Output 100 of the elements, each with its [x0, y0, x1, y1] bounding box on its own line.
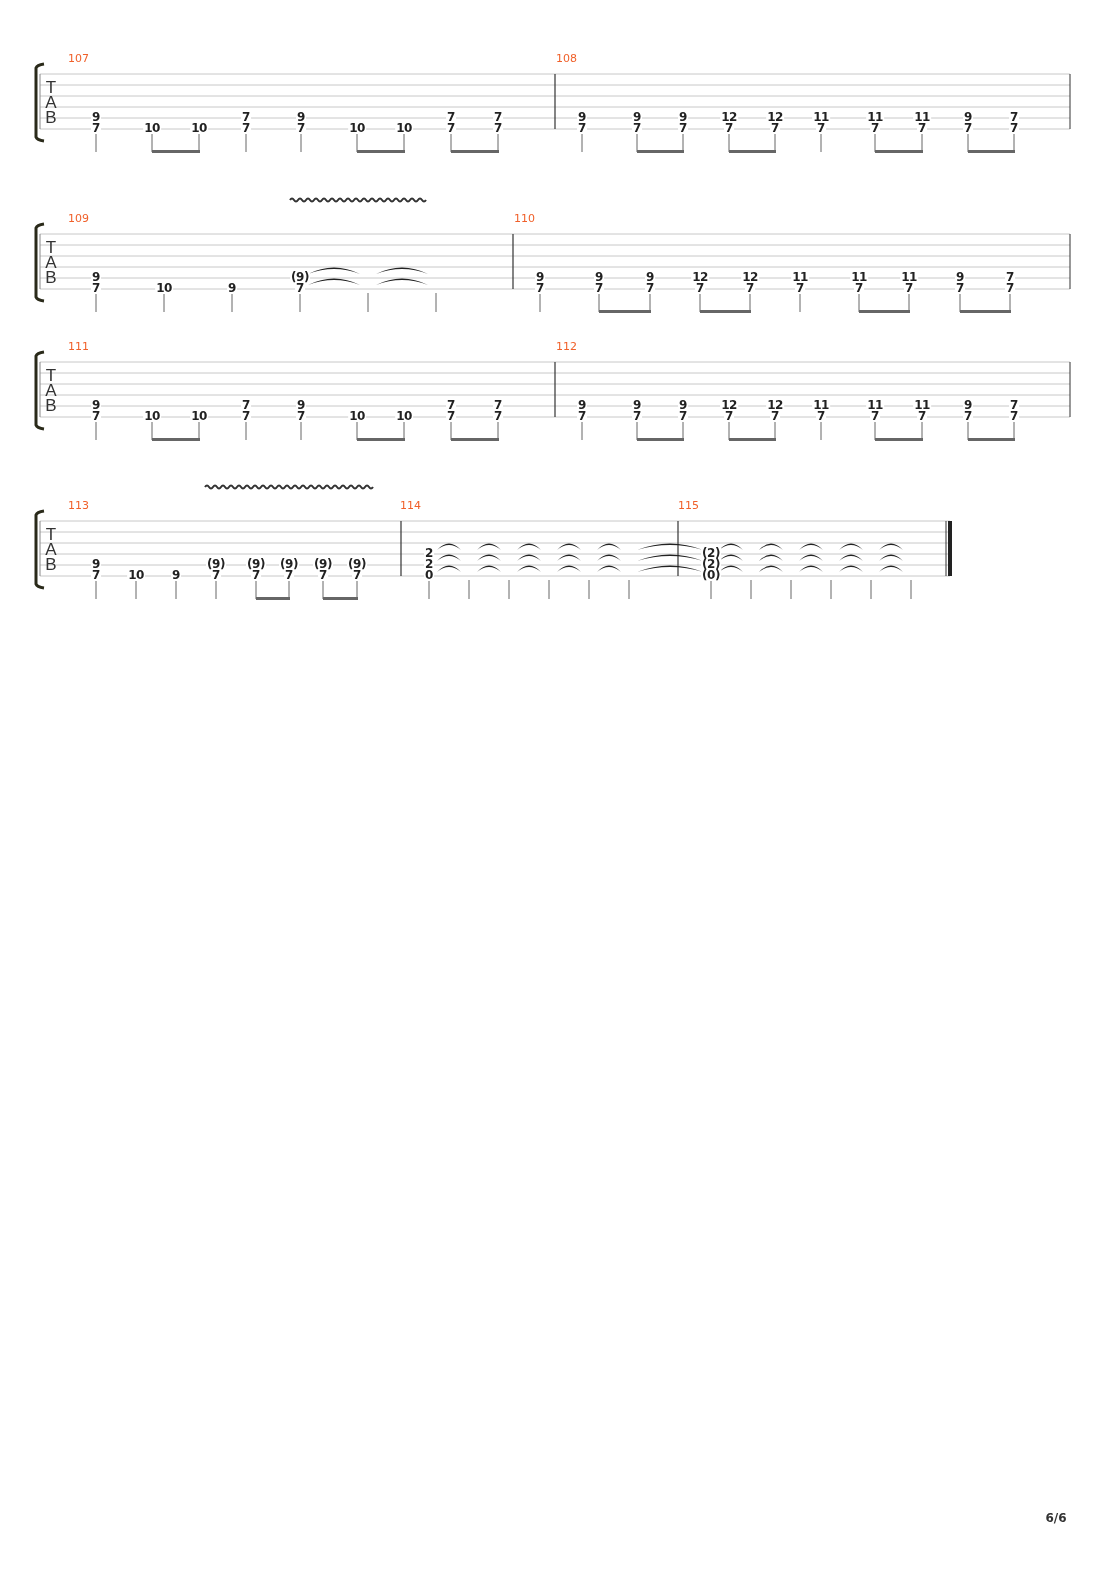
fret-number: 7 [594, 282, 604, 294]
fret-number: 7 [645, 282, 655, 294]
tab-clef-letter: B [45, 555, 57, 573]
fret-number: (0) [701, 569, 721, 581]
measure-number: 114 [400, 499, 421, 511]
fret-number: 11 [913, 399, 931, 411]
measure-number: 113 [68, 499, 89, 511]
fret-number: 7 [854, 282, 864, 294]
measure-number: 111 [68, 340, 89, 352]
fret-number: 11 [866, 399, 884, 411]
fret-number: 10 [348, 410, 366, 422]
fret-number: 9 [227, 282, 237, 294]
measure-number: 110 [514, 212, 535, 224]
measure-number: 109 [68, 212, 89, 224]
fret-number: 7 [352, 569, 362, 581]
fret-number: (9) [279, 558, 299, 570]
fret-number: 10 [143, 122, 161, 134]
fret-number: 7 [446, 410, 456, 422]
fret-number: 7 [770, 122, 780, 134]
fret-number: 10 [155, 282, 173, 294]
fret-number: 7 [241, 410, 251, 422]
fret-number: 7 [1009, 410, 1019, 422]
fret-number: 11 [900, 271, 918, 283]
fret-number: 7 [770, 410, 780, 422]
fret-number: 7 [678, 122, 688, 134]
fret-number: 7 [695, 282, 705, 294]
fret-number: 11 [812, 111, 830, 123]
fret-number: 7 [295, 282, 305, 294]
fret-number: 7 [724, 410, 734, 422]
fret-number: 7 [251, 569, 261, 581]
fret-number: 10 [190, 410, 208, 422]
fret-number: 7 [963, 410, 973, 422]
fret-number: 7 [1009, 122, 1019, 134]
measure-number: 107 [68, 52, 89, 64]
fret-number: (9) [290, 271, 310, 283]
fret-number: 7 [870, 410, 880, 422]
tab-clef-letter: T [45, 78, 57, 96]
fret-number: 7 [632, 122, 642, 134]
fret-number: 7 [446, 122, 456, 134]
fret-number: (9) [246, 558, 266, 570]
fret-number: 7 [493, 410, 503, 422]
fret-number: (9) [347, 558, 367, 570]
fret-number: (2) [701, 547, 721, 559]
fret-number: 7 [577, 410, 587, 422]
fret-number: 7 [296, 410, 306, 422]
fret-number: 7 [724, 122, 734, 134]
tab-clef-letter: T [45, 238, 57, 256]
fret-number: 11 [791, 271, 809, 283]
fret-number: 12 [691, 271, 709, 283]
fret-number: 7 [963, 122, 973, 134]
tab-clef-letter: B [45, 108, 57, 126]
tab-clef-letter: A [45, 93, 57, 111]
fret-number: 7 [91, 122, 101, 134]
fret-number: 7 [284, 569, 294, 581]
fret-number: 11 [913, 111, 931, 123]
fret-number: 10 [395, 410, 413, 422]
tab-clef-letter: A [45, 253, 57, 271]
fret-number: 7 [493, 122, 503, 134]
fret-number: 10 [190, 122, 208, 134]
fret-number: 11 [812, 399, 830, 411]
fret-number: 7 [955, 282, 965, 294]
fret-number: 10 [143, 410, 161, 422]
fret-number: (9) [313, 558, 333, 570]
tab-clef-letter: A [45, 381, 57, 399]
tab-clef-letter: B [45, 396, 57, 414]
page-number: 6/6 [1045, 1512, 1067, 1524]
tab-clef-letter: A [45, 540, 57, 558]
fret-number: 7 [795, 282, 805, 294]
fret-number: 7 [917, 410, 927, 422]
fret-number: 7 [91, 410, 101, 422]
fret-number: 7 [91, 569, 101, 581]
fret-number: 9 [171, 569, 181, 581]
fret-number: 12 [766, 111, 784, 123]
fret-number: 10 [348, 122, 366, 134]
fret-number: (2) [701, 558, 721, 570]
fret-number: 7 [917, 122, 927, 134]
measure-number: 115 [678, 499, 699, 511]
fret-number: 10 [127, 569, 145, 581]
fret-number: 7 [91, 282, 101, 294]
measure-number: 112 [556, 340, 577, 352]
tab-clef-letter: T [45, 525, 57, 543]
fret-number: 12 [766, 399, 784, 411]
fret-number: 12 [720, 399, 738, 411]
fret-number: 7 [816, 122, 826, 134]
fret-number: 12 [741, 271, 759, 283]
tab-clef-letter: T [45, 366, 57, 384]
fret-number: 7 [870, 122, 880, 134]
fret-number: 7 [318, 569, 328, 581]
fret-number: 7 [535, 282, 545, 294]
fret-number: (9) [206, 558, 226, 570]
fret-number: 7 [632, 410, 642, 422]
fret-number: 7 [678, 410, 688, 422]
fret-number: 7 [1005, 282, 1015, 294]
fret-number: 7 [904, 282, 914, 294]
fret-number: 7 [211, 569, 221, 581]
fret-number: 11 [850, 271, 868, 283]
fret-number: 0 [424, 569, 434, 581]
fret-number: 10 [395, 122, 413, 134]
tab-clef-letter: B [45, 268, 57, 286]
fret-number: 11 [866, 111, 884, 123]
